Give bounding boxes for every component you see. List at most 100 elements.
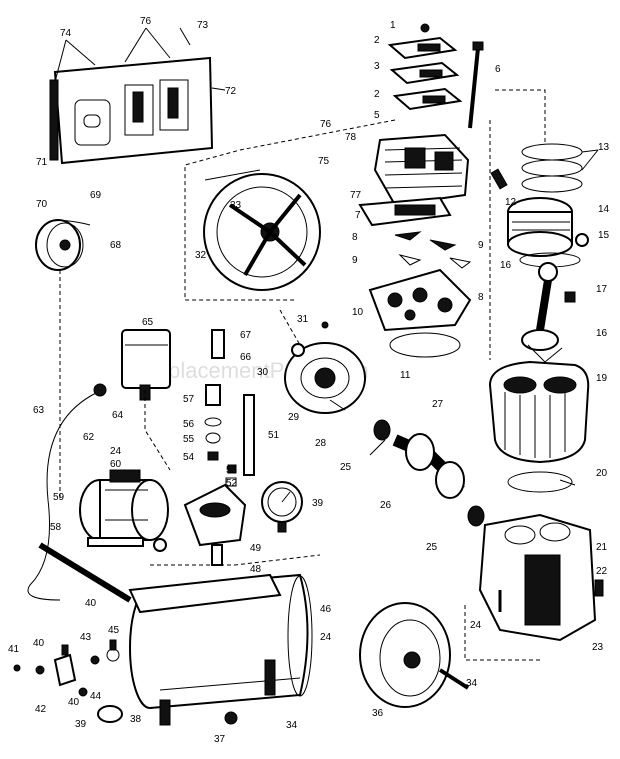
callout-76b: 76 bbox=[320, 119, 332, 130]
callout-51: 51 bbox=[268, 430, 280, 441]
callout-2b: 2 bbox=[374, 89, 380, 100]
callout-73: 73 bbox=[197, 20, 209, 31]
callout-10: 10 bbox=[352, 307, 364, 318]
callout-52: 52 bbox=[226, 478, 238, 489]
head-gasket bbox=[358, 196, 452, 227]
callout-28: 28 bbox=[315, 438, 327, 449]
callout-7: 7 bbox=[355, 210, 361, 221]
callout-14: 14 bbox=[598, 204, 610, 215]
callout-8a: 8 bbox=[352, 232, 358, 243]
callout-15: 15 bbox=[598, 230, 610, 241]
callout-65: 65 bbox=[142, 317, 154, 328]
callout-72: 72 bbox=[225, 86, 237, 97]
callout-9b: 9 bbox=[478, 240, 484, 251]
callout-22: 22 bbox=[596, 566, 608, 577]
motor bbox=[79, 469, 169, 552]
crankcase bbox=[478, 513, 604, 642]
callout-23: 23 bbox=[592, 642, 604, 653]
callout-21: 21 bbox=[596, 542, 608, 553]
drain-valve-parts bbox=[13, 639, 238, 725]
callout-8b: 8 bbox=[478, 292, 484, 303]
callout-39b: 39 bbox=[75, 719, 87, 730]
callout-37: 37 bbox=[214, 734, 226, 745]
callout-46: 46 bbox=[320, 604, 332, 615]
callout-41: 41 bbox=[8, 644, 20, 655]
cylinder-head bbox=[373, 133, 470, 207]
callout-71: 71 bbox=[36, 157, 48, 168]
head-bolt bbox=[468, 41, 484, 129]
callout-76a: 76 bbox=[140, 16, 152, 27]
connecting-rod bbox=[521, 262, 576, 363]
callout-77: 77 bbox=[350, 190, 362, 201]
callout-45: 45 bbox=[108, 625, 120, 636]
callout-68: 68 bbox=[110, 240, 122, 251]
valve-reeds bbox=[394, 231, 472, 269]
callout-40b: 40 bbox=[68, 697, 80, 708]
callout-42: 42 bbox=[35, 704, 47, 715]
callout-57: 57 bbox=[183, 394, 195, 405]
callout-70: 70 bbox=[36, 199, 48, 210]
callout-33: 33 bbox=[230, 200, 242, 211]
callout-27: 27 bbox=[432, 399, 444, 410]
callout-63: 63 bbox=[33, 405, 45, 416]
callout-38: 38 bbox=[130, 714, 142, 725]
callout-44: 44 bbox=[90, 691, 102, 702]
gasket-11 bbox=[389, 332, 461, 358]
crankshaft bbox=[373, 419, 485, 527]
power-cord bbox=[27, 383, 107, 601]
callout-67: 67 bbox=[240, 330, 252, 341]
pressure-gauge bbox=[261, 481, 303, 533]
callout-16a: 16 bbox=[500, 260, 512, 271]
callout-1: 1 bbox=[390, 20, 396, 31]
callout-17: 17 bbox=[596, 284, 608, 295]
callout-54: 54 bbox=[183, 452, 195, 463]
callout-58: 58 bbox=[50, 522, 62, 533]
regulator bbox=[183, 483, 247, 566]
fittings bbox=[204, 329, 255, 487]
callout-78: 78 bbox=[345, 132, 357, 143]
callout-66: 66 bbox=[240, 352, 252, 363]
air-tank bbox=[38, 542, 313, 726]
callout-40c: 40 bbox=[85, 598, 97, 609]
callout-49: 49 bbox=[250, 543, 262, 554]
belt-guard bbox=[49, 56, 214, 165]
callout-5: 5 bbox=[374, 110, 380, 121]
callout-13: 13 bbox=[598, 142, 610, 153]
callout-74: 74 bbox=[60, 28, 72, 39]
valve-plate bbox=[368, 268, 472, 332]
callout-26: 26 bbox=[380, 500, 392, 511]
leader-lines bbox=[59, 89, 546, 661]
solid-leaders bbox=[55, 27, 599, 486]
cylinder bbox=[488, 360, 590, 493]
bearing-carrier bbox=[284, 321, 366, 414]
callout-55: 55 bbox=[183, 434, 195, 445]
callout-75: 75 bbox=[318, 156, 330, 167]
callout-6: 6 bbox=[495, 64, 501, 75]
callout-64: 64 bbox=[112, 410, 124, 421]
callout-3: 3 bbox=[374, 61, 380, 72]
callout-69: 69 bbox=[90, 190, 102, 201]
callout-34b: 34 bbox=[466, 678, 478, 689]
pressure-switch bbox=[121, 329, 171, 401]
callout-59: 59 bbox=[53, 492, 65, 503]
callout-36: 36 bbox=[372, 708, 384, 719]
callout-2a: 2 bbox=[374, 35, 380, 46]
piston-assembly bbox=[490, 143, 589, 268]
callout-24c: 24 bbox=[470, 620, 482, 631]
callout-30: 30 bbox=[257, 367, 269, 378]
callout-60: 60 bbox=[110, 459, 122, 470]
callout-32: 32 bbox=[195, 250, 207, 261]
callout-34a: 34 bbox=[286, 720, 298, 731]
callout-39a: 39 bbox=[312, 498, 324, 509]
callout-12: 12 bbox=[505, 197, 517, 208]
callout-53: 53 bbox=[226, 465, 238, 476]
callout-24a: 24 bbox=[110, 446, 122, 457]
motor-pulley bbox=[35, 219, 91, 271]
callout-29: 29 bbox=[288, 412, 300, 423]
wheel bbox=[359, 602, 470, 708]
callout-20: 20 bbox=[596, 468, 608, 479]
callout-25a: 25 bbox=[340, 462, 352, 473]
callout-43: 43 bbox=[80, 632, 92, 643]
